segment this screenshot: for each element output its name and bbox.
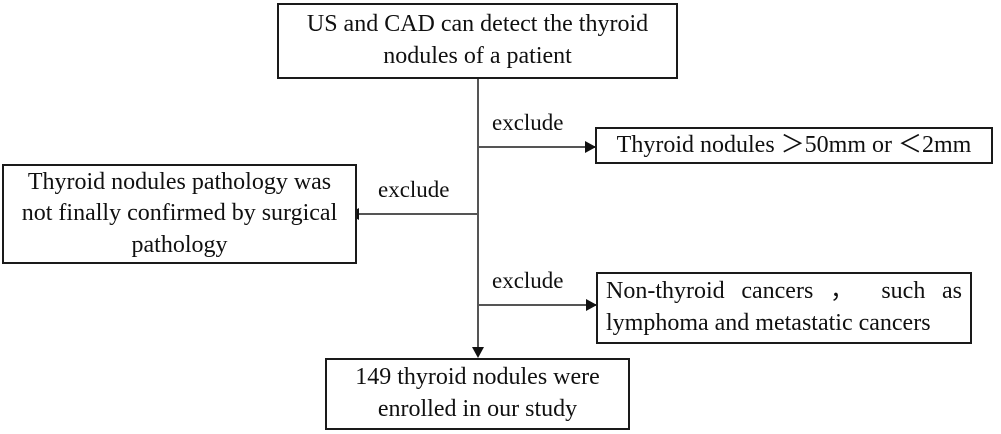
edge-label-exclude-size: exclude (492, 110, 564, 135)
node-exclusion-size: Thyroid nodules ＞50mm or ＜2mm (595, 127, 993, 164)
node-exclusion-cancer: Non-thyroid cancers ， such as lymphoma a… (596, 272, 972, 344)
arrow-right-icon-size (585, 141, 596, 153)
branch-connector-line-cancer (477, 304, 596, 306)
node-exclusion-cancer-label: Non-thyroid cancers ， such as lymphoma a… (606, 278, 962, 336)
node-exclusion-size-label: Thyroid nodules ＞50mm or ＜2mm (616, 131, 972, 158)
arrow-down-icon-to-final (472, 347, 484, 358)
node-result-enrolled: 149 thyroid nodules were enrolled in our… (325, 358, 630, 430)
node-source-us-cad: US and CAD can detect the thyroid nodule… (277, 3, 678, 79)
node-source-label: US and CAD can detect the thyroid nodule… (306, 11, 649, 69)
branch-connector-line-size (477, 146, 595, 148)
edge-label-exclude-cancer: exclude (492, 268, 564, 293)
node-exclusion-pathology: Thyroid nodules pathology was not finall… (2, 164, 357, 264)
node-result-label: 149 thyroid nodules were enrolled in our… (355, 364, 600, 422)
arrow-right-icon-cancer (586, 299, 597, 311)
node-exclusion-pathology-label: Thyroid nodules pathology was not finall… (21, 168, 338, 258)
trunk-connector-line (477, 79, 479, 353)
branch-connector-line-pathology (359, 213, 478, 215)
edge-label-exclude-pathology: exclude (378, 177, 450, 202)
